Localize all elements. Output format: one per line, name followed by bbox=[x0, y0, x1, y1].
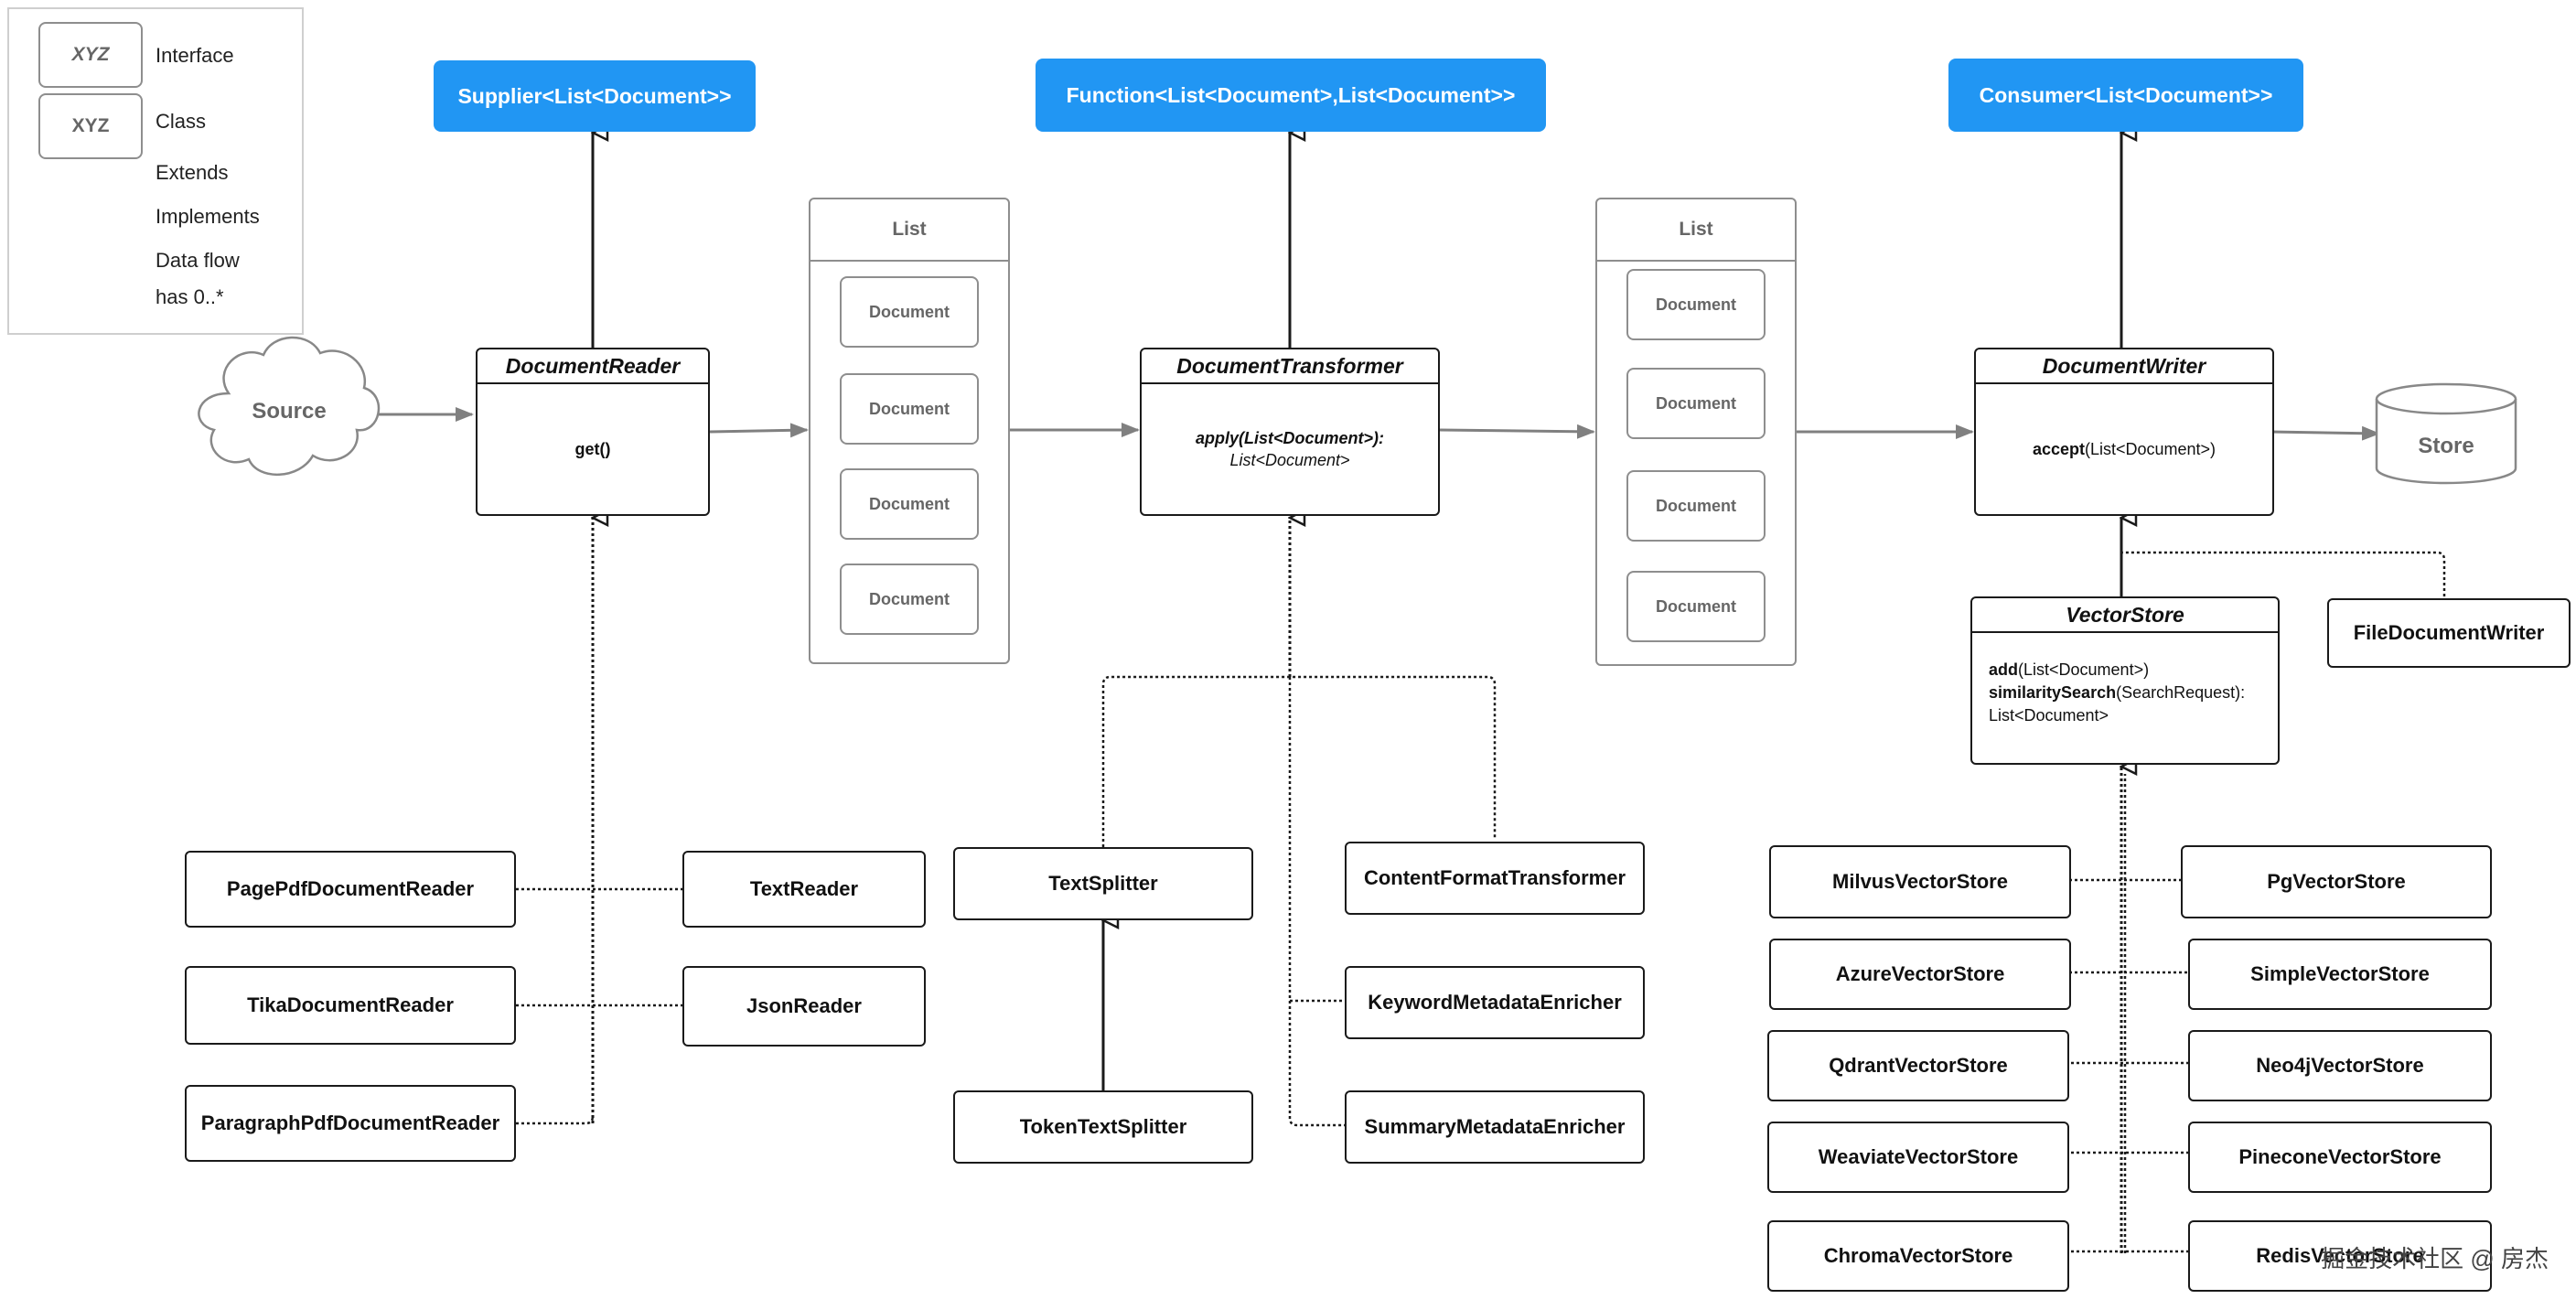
vs-add-args: (List<Document>) bbox=[2018, 660, 2150, 679]
list-left-doc-1: Document bbox=[840, 276, 979, 348]
list-left-doc-4: Document bbox=[840, 564, 979, 635]
document-transformer-body: apply(List<Document>): List<Document> bbox=[1142, 384, 1438, 514]
consumer-interface: Consumer<List<Document>> bbox=[1948, 59, 2303, 132]
neo4j-vector-store: Neo4jVectorStore bbox=[2188, 1030, 2492, 1101]
vs-sim-args: (SearchRequest): bbox=[2116, 683, 2246, 702]
impl-textsplitter bbox=[1101, 675, 1497, 847]
legend-interface-label: Interface bbox=[156, 44, 234, 67]
list-right-doc-3: Document bbox=[1626, 470, 1766, 542]
impl-parapdf bbox=[516, 1115, 595, 1125]
document-writer-body: accept(List<Document>) bbox=[1976, 384, 2272, 514]
milvus-vector-store: MilvusVectorStore bbox=[1769, 845, 2071, 918]
paragraph-pdf-document-reader: ParagraphPdfDocumentReader bbox=[185, 1085, 516, 1162]
document-reader-title: DocumentReader bbox=[478, 349, 708, 384]
flow-transformer-list bbox=[1439, 424, 1595, 439]
weaviate-vector-store: WeaviateVectorStore bbox=[1767, 1122, 2069, 1193]
chroma-vector-store: ChromaVectorStore bbox=[1767, 1220, 2069, 1292]
text-splitter: TextSplitter bbox=[953, 847, 1253, 920]
redis-vector-store: RedisVectorStore bbox=[2188, 1220, 2492, 1292]
function-interface: Function<List<Document>,List<Document>> bbox=[1036, 59, 1546, 132]
transformer-method-line2: List<Document> bbox=[1229, 451, 1350, 469]
token-text-splitter: TokenTextSplitter bbox=[953, 1090, 1253, 1164]
impl-enrichers-trunk bbox=[1288, 677, 1345, 1127]
vector-store-title: VectorStore bbox=[1972, 598, 2278, 633]
store-cylinder-shape bbox=[2375, 382, 2517, 485]
summary-metadata-enricher: SummaryMetadataEnricher bbox=[1345, 1090, 1645, 1164]
json-reader: JsonReader bbox=[682, 966, 926, 1047]
list-left-title: List bbox=[810, 199, 1008, 262]
list-left-doc-2: Document bbox=[840, 373, 979, 445]
qdrant-vector-store: QdrantVectorStore bbox=[1767, 1030, 2069, 1101]
vs-add-name: add bbox=[1989, 660, 2019, 679]
legend-panel: XYZ Interface XYZ Class Extends Implemen… bbox=[7, 7, 304, 335]
keyword-metadata-enricher: KeywordMetadataEnricher bbox=[1345, 966, 1645, 1039]
page-pdf-document-reader: PagePdfDocumentReader bbox=[185, 851, 516, 928]
transformer-method-line1: apply(List<Document>): bbox=[1195, 429, 1385, 447]
store-label: Store bbox=[2418, 434, 2474, 458]
list-right-doc-2: Document bbox=[1626, 368, 1766, 439]
writer-method-args: (List<Document>) bbox=[2084, 440, 2216, 458]
legend-extends-label: Extends bbox=[156, 161, 229, 184]
tika-document-reader: TikaDocumentReader bbox=[185, 966, 516, 1045]
document-writer-class: DocumentWriter accept(List<Document>) bbox=[1974, 348, 2274, 516]
document-transformer-class: DocumentTransformer apply(List<Document>… bbox=[1140, 348, 1440, 516]
vs-sim-return: List<Document> bbox=[1989, 706, 2109, 725]
flow-reader-list bbox=[709, 423, 809, 438]
legend-class-label: Class bbox=[156, 110, 207, 133]
source-cloud-shape bbox=[198, 336, 381, 477]
file-document-writer: FileDocumentWriter bbox=[2327, 598, 2571, 668]
simple-vector-store: SimpleVectorStore bbox=[2188, 939, 2492, 1010]
flow-writer-store bbox=[2270, 425, 2380, 441]
document-reader-method: get() bbox=[574, 440, 611, 458]
legend-dataflow-label: Data flow bbox=[156, 249, 240, 272]
pg-vector-store: PgVectorStore bbox=[2181, 845, 2492, 918]
document-writer-title: DocumentWriter bbox=[1976, 349, 2272, 384]
list-left-doc-3: Document bbox=[840, 468, 979, 540]
source-label: Source bbox=[252, 399, 327, 424]
vs-sim-name: similaritySearch bbox=[1989, 683, 2117, 702]
legend-class-key: XYZ bbox=[38, 93, 143, 159]
azure-vector-store: AzureVectorStore bbox=[1769, 939, 2071, 1010]
watermark-text: 掘金技术社区 @ 房杰 bbox=[2321, 1245, 2549, 1272]
text-reader: TextReader bbox=[682, 851, 926, 928]
impl-filewriter bbox=[2121, 551, 2446, 596]
vector-store-class: VectorStore add(List<Document>) similari… bbox=[1970, 596, 2280, 765]
document-reader-class: DocumentReader get() bbox=[476, 348, 710, 516]
legend-interface-key: XYZ bbox=[38, 22, 143, 88]
document-transformer-title: DocumentTransformer bbox=[1142, 349, 1438, 384]
supplier-interface: Supplier<List<Document>> bbox=[434, 60, 756, 132]
pinecone-vector-store: PineconeVectorStore bbox=[2188, 1122, 2492, 1193]
list-right-title: List bbox=[1597, 199, 1795, 262]
vector-store-methods: add(List<Document>) similaritySearch(Sea… bbox=[1989, 659, 2245, 727]
legend-has-label: has 0..* bbox=[156, 285, 224, 308]
legend-implements-label: Implements bbox=[156, 205, 260, 228]
writer-method-name: accept bbox=[2032, 440, 2085, 458]
list-right-doc-1: Document bbox=[1626, 269, 1766, 340]
list-right-doc-4: Document bbox=[1626, 571, 1766, 642]
content-format-transformer: ContentFormatTransformer bbox=[1345, 842, 1645, 915]
